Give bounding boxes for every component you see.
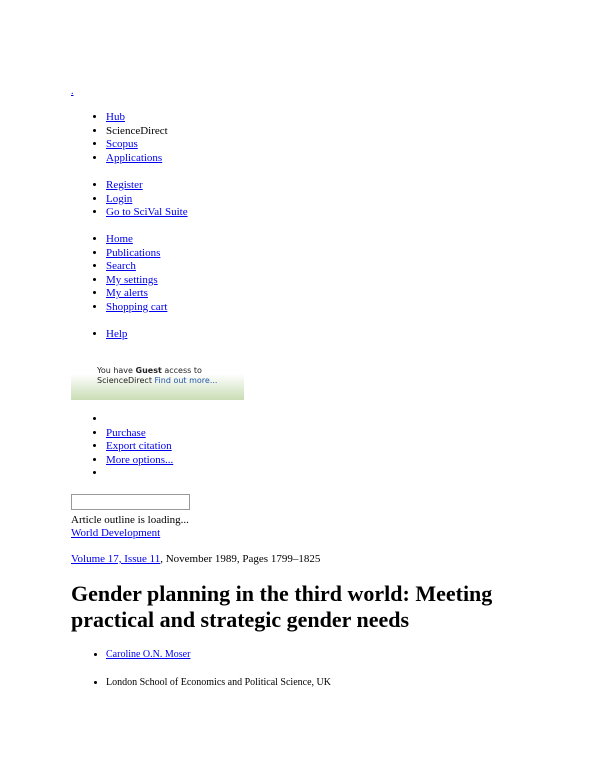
nav-item-hub: Hub: [106, 111, 168, 125]
more-options-link[interactable]: More options...: [106, 453, 174, 466]
top-anchor-link[interactable]: .: [71, 86, 74, 97]
nav-item-publications: Publications: [106, 247, 167, 261]
nav-item-my-settings: My settings: [106, 274, 167, 288]
nav-item-login: Login: [106, 193, 188, 207]
scopus-link[interactable]: Scopus: [106, 138, 138, 151]
action-item-empty: [106, 467, 173, 481]
nav-item-applications: Applications: [106, 152, 168, 166]
action-item-more: More options...: [106, 454, 173, 468]
action-item-empty: [106, 413, 173, 427]
banner-guest-label: Guest: [135, 366, 162, 375]
banner-line-2: ScienceDirect Find out more...: [97, 376, 244, 386]
nav-item-home: Home: [106, 233, 167, 247]
banner-line-1: You have Guest access to: [97, 366, 244, 376]
article-title: Gender planning in the third world: Meet…: [71, 581, 493, 632]
author-item: Caroline O.N. Moser: [106, 648, 190, 662]
scival-link[interactable]: Go to SciVal Suite: [106, 206, 188, 219]
affiliation-text: London School of Economics and Political…: [106, 677, 331, 688]
issue-info: Volume 17, Issue 11, November 1989, Page…: [71, 553, 320, 565]
hub-link[interactable]: Hub: [106, 111, 125, 123]
banner-text: ScienceDirect: [97, 376, 155, 385]
main-nav: Home Publications Search My settings My …: [88, 233, 167, 315]
nav-item-shopping-cart: Shopping cart: [106, 301, 167, 315]
issue-details: , November 1989, Pages 1799–1825: [160, 553, 321, 565]
publications-link[interactable]: Publications: [106, 246, 161, 259]
nav-item-search: Search: [106, 260, 167, 274]
find-out-more-link[interactable]: Find out more...: [154, 376, 218, 385]
shopping-cart-link[interactable]: Shopping cart: [106, 300, 168, 313]
author-list: Caroline O.N. Moser: [88, 648, 190, 662]
banner-text: access to: [161, 366, 202, 375]
my-settings-link[interactable]: My settings: [106, 273, 158, 286]
affiliation-item: London School of Economics and Political…: [106, 676, 331, 690]
author-link[interactable]: Caroline O.N. Moser: [106, 649, 191, 660]
nav-item-help: Help: [106, 328, 127, 342]
article-actions: Purchase Export citation More options...: [88, 413, 173, 481]
my-alerts-link[interactable]: My alerts: [106, 287, 148, 300]
products-nav: Hub ScienceDirect Scopus Applications: [88, 111, 168, 165]
search-link[interactable]: Search: [106, 260, 136, 273]
nav-item-sciencedirect: ScienceDirect: [106, 125, 168, 139]
journal-link[interactable]: World Development: [71, 527, 161, 539]
home-link[interactable]: Home: [106, 233, 133, 245]
account-nav: Register Login Go to SciVal Suite: [88, 179, 188, 220]
help-link[interactable]: Help: [106, 328, 128, 340]
banner-text: You have: [97, 366, 136, 375]
guest-access-banner: You have Guest access to ScienceDirect F…: [71, 363, 244, 400]
action-item-purchase: Purchase: [106, 427, 173, 441]
help-nav: Help: [88, 328, 127, 342]
action-item-export: Export citation: [106, 440, 173, 454]
purchase-link[interactable]: Purchase: [106, 426, 146, 439]
sciencedirect-label: ScienceDirect: [106, 124, 168, 137]
nav-item-scival: Go to SciVal Suite: [106, 206, 188, 220]
nav-item-scopus: Scopus: [106, 138, 168, 152]
export-citation-link[interactable]: Export citation: [106, 440, 172, 453]
nav-item-register: Register: [106, 179, 188, 193]
applications-link[interactable]: Applications: [106, 151, 163, 164]
affiliation-list: London School of Economics and Political…: [88, 676, 331, 690]
article-outline-status: Article outline is loading...: [71, 514, 189, 526]
search-input[interactable]: [71, 494, 190, 510]
register-link[interactable]: Register: [106, 179, 143, 191]
nav-item-my-alerts: My alerts: [106, 287, 167, 301]
volume-issue-link[interactable]: Volume 17, Issue 11: [71, 553, 161, 565]
login-link[interactable]: Login: [106, 192, 133, 205]
